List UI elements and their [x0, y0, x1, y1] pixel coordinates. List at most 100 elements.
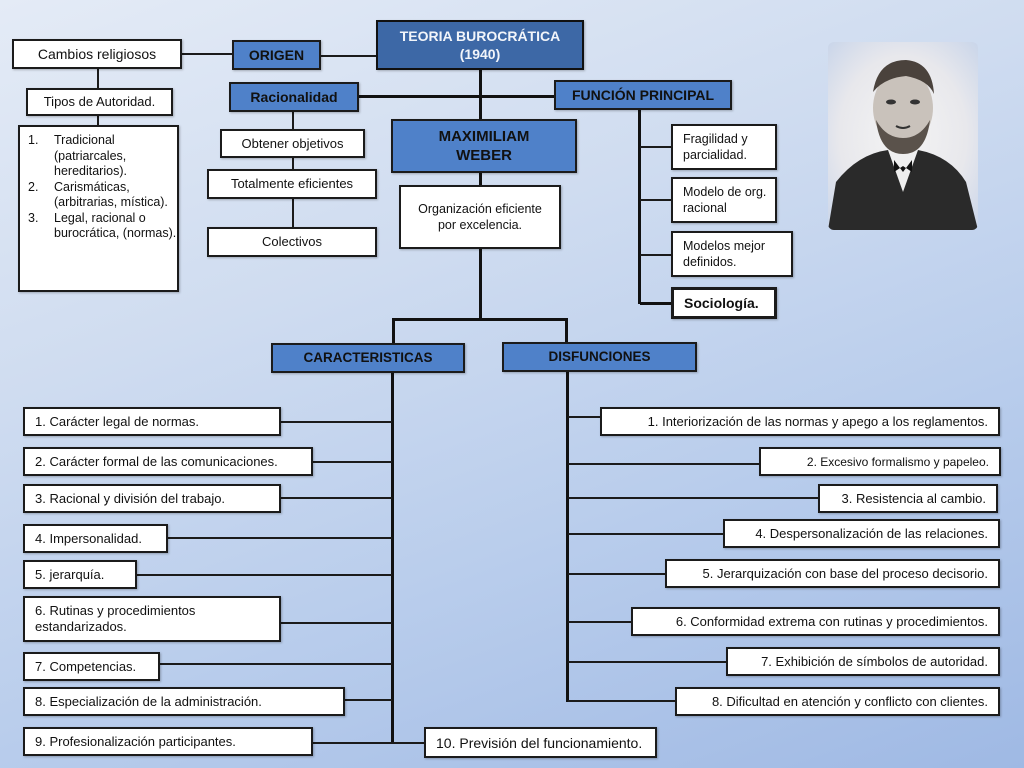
- connector: [344, 699, 392, 701]
- connector: [159, 663, 392, 665]
- connector: [568, 700, 676, 702]
- connector: [568, 497, 820, 499]
- caracteristica-label: 1. Carácter legal de normas.: [35, 413, 200, 429]
- connector: [320, 55, 378, 57]
- connector: [566, 372, 569, 702]
- caracteristica-item: 3. Racional y división del trabajo.: [23, 484, 281, 513]
- connector: [391, 372, 394, 744]
- connector: [565, 318, 568, 344]
- funcion-item-label: Modelo de org. racional: [683, 185, 767, 215]
- autoridad-item: 2.Carismáticas, (arbitrarias, mística).: [28, 180, 177, 211]
- caracteristica-item: 6. Rutinas y procedimientos estandarizad…: [23, 596, 281, 642]
- connector: [97, 68, 99, 89]
- caracteristica-label: 2. Carácter formal de las comunicaciones…: [35, 453, 278, 469]
- funcion-item: Fragilidad y parcialidad.: [671, 124, 777, 170]
- racionalidad-item: Obtener objetivos: [220, 129, 365, 158]
- portrait-illustration: [828, 60, 978, 230]
- disfuncion-label: 2. Excesivo formalismo y papeleo.: [806, 454, 989, 469]
- caracteristica-label: 6. Rutinas y procedimientos estandarizad…: [35, 603, 196, 634]
- tipos-autoridad-label: Tipos de Autoridad.: [43, 94, 156, 109]
- racionalidad-item-label: Obtener objetivos: [241, 135, 344, 151]
- connector: [638, 108, 641, 304]
- caracteristica-item: 5. jerarquía.: [23, 560, 137, 589]
- disfuncion-item: 3. Resistencia al cambio.: [818, 484, 998, 513]
- disfuncion-item: 2. Excesivo formalismo y papeleo.: [759, 447, 1001, 476]
- racionalidad-item-label: Colectivos: [262, 234, 322, 249]
- connector: [167, 537, 392, 539]
- funcion-item-label: Sociología.: [684, 295, 759, 311]
- disfuncion-label: 4. Despersonalización de las relaciones.: [755, 525, 988, 541]
- racionalidad-item: Totalmente eficientes: [207, 169, 377, 199]
- funcion-item: Modelo de org. racional: [671, 177, 777, 223]
- organizacion-label: Organización eficiente por excelencia.: [418, 202, 542, 232]
- connector: [479, 68, 482, 120]
- disfuncion-label: 3. Resistencia al cambio.: [841, 490, 986, 506]
- caracteristica-label: 3. Racional y división del trabajo.: [35, 490, 226, 506]
- caracteristica-label: 5. jerarquía.: [35, 566, 105, 582]
- disfuncion-item: 1. Interiorización de las normas y apego…: [600, 407, 1000, 436]
- connector: [97, 114, 99, 126]
- connector: [568, 416, 602, 418]
- connector: [568, 661, 728, 663]
- racionalidad-item-label: Totalmente eficientes: [230, 176, 354, 191]
- caracteristica-item: 9. Profesionalización participantes.: [23, 727, 313, 756]
- organizacion-box: Organización eficiente por excelencia.: [399, 185, 561, 249]
- cambios-religiosos-box: Cambios religiosos: [12, 39, 182, 69]
- funcion-item-label: Fragilidad y parcialidad.: [683, 132, 748, 162]
- connector: [640, 302, 672, 305]
- disfunciones-header: DISFUNCIONES: [502, 342, 697, 372]
- disfuncion-item: 4. Despersonalización de las relaciones.: [723, 519, 1000, 548]
- connector: [280, 622, 392, 624]
- connector: [280, 421, 392, 423]
- funcion-item-label: Modelos mejor definidos.: [683, 239, 765, 269]
- disfuncion-item: 5. Jerarquización con base del proceso d…: [665, 559, 1000, 588]
- connector: [180, 53, 235, 55]
- funcion-principal-box: FUNCIÓN PRINCIPAL: [554, 80, 732, 110]
- connector: [136, 574, 392, 576]
- caracteristica-label: 7. Competencias.: [35, 658, 137, 674]
- connector: [479, 248, 482, 320]
- connector: [312, 742, 426, 744]
- racionalidad-item: Colectivos: [207, 227, 377, 257]
- racionalidad-label: Racionalidad: [250, 89, 338, 105]
- tipos-autoridad-box: Tipos de Autoridad.: [26, 88, 173, 116]
- disfuncion-label: 7. Exhibición de símbolos de autoridad.: [761, 653, 988, 669]
- item-text: Tradicional (patriarcales, hereditarios)…: [54, 133, 127, 178]
- title-line-1: TEORIA BUROCRÁTICA: [399, 28, 561, 44]
- disfuncion-label: 8. Dificultad en atención y conflicto co…: [711, 693, 988, 709]
- item-number: 3.: [28, 210, 39, 225]
- autoridad-item: 1.Tradicional (patriarcales, hereditario…: [28, 133, 177, 180]
- autoridad-item: 3. Legal, racional o burocrática, (normas…: [28, 211, 177, 242]
- funcion-item-sociologia: Sociología.: [671, 287, 777, 319]
- disfuncion-label: 5. Jerarquización con base del proceso d…: [702, 565, 988, 581]
- caracteristica-item: 8. Especialización de la administración.: [23, 687, 345, 716]
- disfuncion-item: 6. Conformidad extrema con rutinas y pro…: [631, 607, 1000, 636]
- disfuncion-label: 1. Interiorización de las normas y apego…: [647, 413, 988, 429]
- caracteristica-item: 1. Carácter legal de normas.: [23, 407, 281, 436]
- disfuncion-item: 7. Exhibición de símbolos de autoridad.: [726, 647, 1000, 676]
- caracteristica-item: 7. Competencias.: [23, 652, 160, 681]
- connector: [568, 463, 760, 465]
- item-text: Legal, racional o burocrática, (normas).: [54, 210, 177, 241]
- origen-box: ORIGEN: [232, 40, 321, 70]
- connector: [640, 146, 672, 148]
- connector: [479, 171, 482, 185]
- connector: [280, 497, 392, 499]
- cambios-religiosos-label: Cambios religiosos: [37, 46, 157, 62]
- connector: [640, 199, 672, 201]
- connector: [568, 533, 724, 535]
- item-number: 2.: [28, 179, 39, 194]
- caracteristica-label: 4. Impersonalidad.: [35, 530, 142, 546]
- connector: [640, 254, 672, 256]
- funcion-principal-label: FUNCIÓN PRINCIPAL: [571, 87, 715, 103]
- connector: [568, 573, 666, 575]
- connector: [392, 318, 395, 344]
- origen-label: ORIGEN: [248, 47, 305, 63]
- disfuncion-label: 6. Conformidad extrema con rutinas y pro…: [675, 613, 988, 629]
- author-line-1: MAXIMILIAM: [438, 128, 530, 145]
- connector: [357, 95, 555, 98]
- caracteristica-item: 4. Impersonalidad.: [23, 524, 168, 553]
- caracteristicas-header: CARACTERISTICAS: [271, 343, 465, 373]
- autoridad-list-box: 1.Tradicional (patriarcales, hereditario…: [18, 125, 179, 292]
- title-box: TEORIA BUROCRÁTICA (1940): [376, 20, 584, 70]
